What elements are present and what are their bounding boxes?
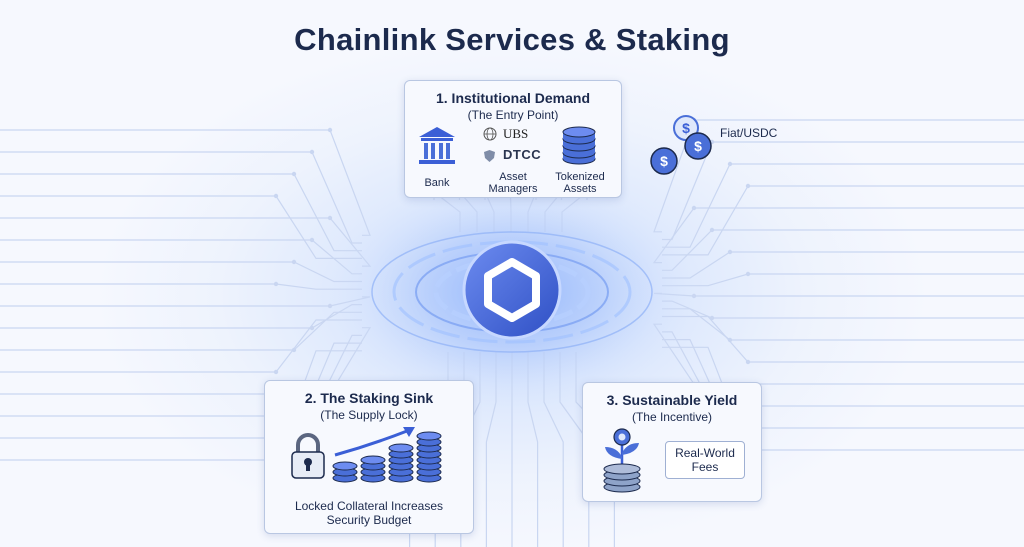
staking-sink-card: 2. The Staking Sink (The Supply Lock) Lo… [264,380,474,534]
card2-subtitle: (The Supply Lock) [320,408,418,422]
fiat-label: Fiat/USDC [720,126,778,140]
sustainable-yield-card: 3. Sustainable Yield (The Incentive) Rea… [582,382,762,502]
bank-icon [419,127,455,164]
trend-arrow-icon [334,429,408,457]
tokenized-assets-label: Tokenized Assets [555,171,605,195]
card1-title: 1. Institutional Demand [435,90,590,106]
card3-subtitle: (The Incentive) [631,410,713,424]
svg-text:$: $ [682,120,690,136]
ubs-logo: UBS [503,126,529,141]
page-title: Chainlink Services & Staking [294,22,730,57]
chainlink-logo-icon [462,240,562,340]
card1-subtitle: (The Entry Point) [467,108,559,122]
coin-stack-icon [603,463,641,493]
svg-text:$: $ [660,153,668,169]
coin-stack-icon [562,126,596,165]
dtcc-logo: DTCC [503,147,542,162]
asset-managers-icon: UBS DTCC [483,126,545,167]
padlock-icon [291,433,325,479]
real-world-fees-label: Real-World Fees [665,441,745,479]
card3-title: 3. Sustainable Yield [606,392,738,408]
dollar-coins-icon: $ $ $ [650,115,712,175]
card2-caption: Locked Collateral Increases Security Bud… [294,499,444,527]
institutional-demand-card: 1. Institutional Demand (The Entry Point… [404,80,622,198]
plant-coin-icon [603,428,641,493]
card2-title: 2. The Staking Sink [304,390,434,406]
asset-managers-label: Asset Managers [488,171,538,195]
svg-text:$: $ [694,138,702,154]
shield-icon [484,150,495,162]
bank-label: Bank [424,177,450,189]
globe-icon [483,127,497,141]
growing-coin-stacks-icon [332,427,442,483]
